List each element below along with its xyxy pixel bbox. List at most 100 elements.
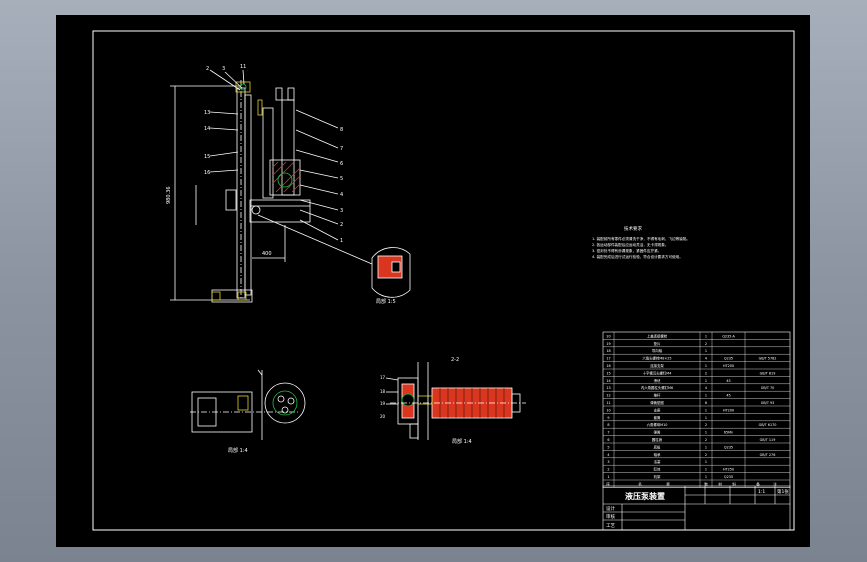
notes-line-4: 4. 装配完成后进行试运行检验，符合设计要求方可使用。 (592, 254, 683, 259)
parts-row-10-qty: 6 (705, 401, 707, 405)
parts-row-10-name: 弹簧垫圈 (650, 400, 664, 405)
parts-row-16-no: 5 (607, 445, 609, 449)
parts-row-17-qty: 2 (705, 453, 707, 457)
parts-row-1-qty: 1 (705, 334, 707, 338)
parts-row-16-qty: 1 (705, 445, 707, 449)
parts-row-3-no: 18 (606, 349, 610, 353)
parts-header-cell-6: 料 (732, 481, 736, 486)
parts-row-5-no: 16 (606, 364, 610, 368)
parts-row-1-mat: Q235-A (722, 334, 735, 338)
section-view: 2-2 局部 1:4 17 18 19 20 (380, 357, 526, 445)
detail-label-2: 局部 1:4 (228, 447, 248, 454)
parts-row-15-qty: 2 (705, 438, 707, 442)
parts-row-2-no: 19 (606, 342, 610, 346)
notes-line-2: 2. 各运动部件装配后应运动灵活，无卡滞现象。 (592, 242, 668, 247)
parts-row-13-note: GB/T 6170 (759, 423, 777, 427)
parts-row-20-name: 机架 (654, 474, 661, 479)
parts-row-11-no: 10 (606, 408, 610, 412)
technical-notes: 技术要求 1. 装配前所有零件必须清洗干净，不得有毛刺、飞边等缺陷。 2. 各运… (592, 225, 690, 259)
parts-row-3-name: 导向轴 (652, 348, 663, 353)
parts-row-9-no: 12 (606, 394, 610, 398)
balloon-right-1: 8 (340, 127, 343, 133)
parts-header-cell-2: 名 (638, 481, 642, 486)
parts-row-7-name: 滑块 (654, 378, 661, 383)
parts-row-20-no: 1 (607, 475, 609, 479)
parts-row-8-qty: 4 (705, 386, 707, 390)
parts-row-5-name: 连接支架 (650, 363, 664, 368)
parts-row-12-name: 套筒 (654, 415, 661, 420)
parts-row-4-note: GB/T 5782 (759, 357, 777, 361)
detail-label-1: 局部 1:5 (376, 298, 396, 305)
notes-line-3: 3. 密封处不得有渗漏现象，紧固件应拧紧。 (592, 248, 661, 253)
parts-row-2-name: 垫片 (654, 341, 661, 346)
parts-row-10-note: GB/T 93 (761, 401, 775, 405)
parts-row-6-name: 十字槽沉头螺钉M4 (643, 370, 672, 375)
sheet-text: 第1张 (777, 488, 789, 495)
parts-row-14-mat: 65Mn (724, 431, 733, 435)
parts-row-13-name: 六角螺母M10 (647, 422, 668, 427)
balloon-left-6: 15 (204, 154, 210, 160)
section-label: 2-2 (451, 357, 459, 363)
parts-row-4-mat: Q235 (724, 357, 733, 361)
parts-row-19-mat: HT250 (723, 468, 734, 472)
drawing-sheet (56, 15, 810, 547)
parts-row-17-name: 轴承 (654, 452, 661, 457)
label-review: 审核 (606, 513, 615, 520)
parts-row-4-name: 六角头螺栓M8×25 (642, 356, 671, 361)
main-view-annotations: 980.36 400 2 3 11 13 14 15 16 8 7 6 5 4 … (166, 64, 343, 257)
parts-row-6-note: GB/T 819 (760, 371, 776, 375)
balloon-left-5: 14 (204, 126, 210, 132)
parts-row-9-mat: 45 (726, 394, 730, 398)
notes-line-1: 1. 装配前所有零件必须清洗干净，不得有毛刺、飞边等缺陷。 (592, 236, 690, 241)
parts-row-13-no: 8 (607, 423, 609, 427)
parts-row-9-name: 推杆 (654, 393, 661, 398)
parts-row-7-qty: 1 (705, 379, 707, 383)
parts-row-8-note: GB/T 70 (761, 386, 775, 390)
parts-row-13-qty: 2 (705, 423, 707, 427)
parts-row-4-no: 17 (606, 357, 610, 361)
parts-row-16-name: 底板 (654, 444, 661, 449)
parts-row-4-qty: 4 (705, 357, 707, 361)
detail-label-3: 局部 1:4 (452, 438, 472, 445)
balloon-left-7: 16 (204, 170, 210, 176)
parts-row-20-mat: Q235 (724, 475, 733, 479)
balloon-right-7: 2 (340, 222, 343, 228)
label-design: 设计 (606, 505, 615, 512)
parts-row-6-qty: 2 (705, 371, 707, 375)
parts-row-5-qty: 1 (705, 364, 707, 368)
parts-row-7-no: 14 (606, 379, 610, 383)
drawing-name: 液压泵装置 (625, 491, 665, 501)
parts-row-9-qty: 1 (705, 394, 707, 398)
parts-row-17-no: 4 (607, 453, 609, 457)
parts-header-cell-5: 材 (718, 481, 722, 486)
label-process: 工艺 (606, 523, 615, 529)
balloon-bottom-1: 17 (380, 375, 386, 380)
balloon-bottom-4: 20 (380, 414, 386, 419)
balloon-right-8: 1 (340, 238, 343, 244)
parts-row-2-qty: 2 (705, 342, 707, 346)
parts-row-8-no: 13 (606, 386, 610, 390)
detail-view-1: 局部 1:5 (371, 247, 411, 305)
parts-row-18-no: 3 (607, 460, 609, 464)
balloon-left-2: 3 (222, 66, 225, 72)
notes-heading: 技术要求 (624, 225, 642, 232)
drawing-frame (92, 30, 795, 531)
parts-header-cell-1: 序 (606, 481, 610, 486)
parts-row-20-qty: 1 (705, 475, 707, 479)
parts-row-7-mat: 45 (726, 379, 730, 383)
balloon-bottom-2: 18 (380, 389, 386, 394)
parts-row-3-qty: 1 (705, 349, 707, 353)
balloon-bottom-3: 19 (380, 401, 386, 406)
balloon-right-2: 7 (340, 146, 343, 152)
parts-row-17-note: GB/T 276 (760, 453, 776, 457)
parts-row-18-name: 活塞 (654, 459, 661, 464)
parts-row-10-no: 11 (606, 401, 610, 405)
bottom-left-view: 局部 1:4 (190, 369, 306, 454)
parts-row-11-mat: HT200 (723, 408, 734, 412)
parts-header-cell-7: 备 (756, 481, 760, 486)
title-block: 液压泵装置 1:1 第1张 设计 审核 工艺 (602, 485, 791, 531)
balloon-left-3: 11 (240, 64, 246, 70)
